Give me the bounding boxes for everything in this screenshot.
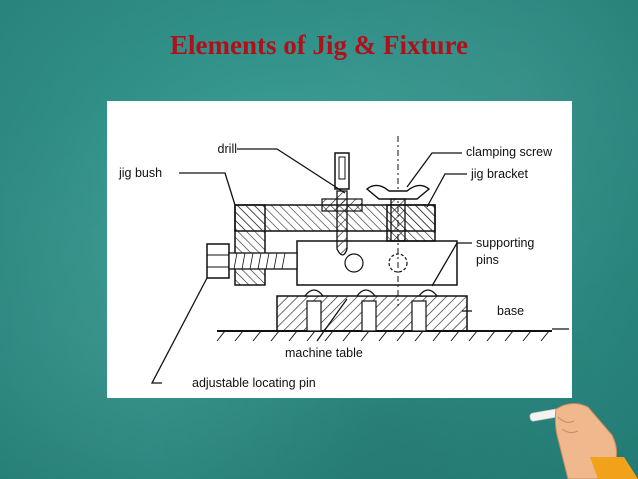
label-clamping-screw: clamping screw (466, 145, 553, 159)
clamping-screw (365, 184, 431, 242)
leader-lines (150, 148, 569, 384)
base (276, 295, 468, 332)
label-base: base (497, 304, 524, 318)
jig-fixture-diagram: drill jig bush clamping screw jig bracke… (118, 136, 569, 390)
label-jig-bracket: jig bracket (470, 167, 528, 181)
machine-table (216, 330, 552, 342)
label-adjustable-locating-pin: adjustable locating pin (192, 376, 316, 390)
label-drill: drill (218, 142, 237, 156)
workpiece (296, 240, 458, 286)
label-jig-bush: jig bush (118, 166, 162, 180)
adjustable-locating-pin (206, 243, 298, 279)
supporting-pins (303, 289, 439, 297)
label-machine-table: machine table (285, 346, 363, 360)
hand-with-chalk-icon (529, 403, 638, 479)
diagram-panel: drill jig bush clamping screw jig bracke… (107, 101, 572, 398)
label-pins: pins (476, 253, 499, 267)
slide-title: Elements of Jig & Fixture (170, 30, 468, 60)
drill (334, 152, 350, 256)
label-supporting: supporting (476, 236, 534, 250)
